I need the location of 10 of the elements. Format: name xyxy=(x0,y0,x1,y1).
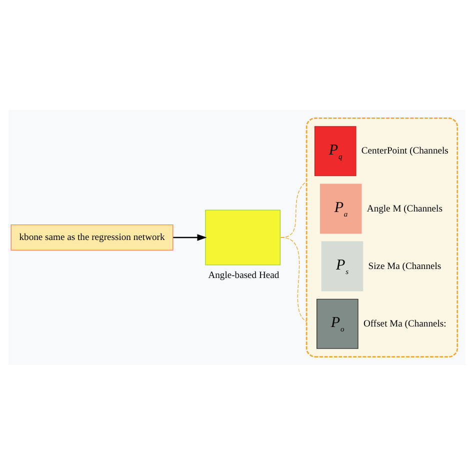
cluster xyxy=(306,117,458,357)
arrow xyxy=(173,234,207,240)
node-box: kbone same as the regression network xyxy=(10,224,174,250)
node-label: Angle M (Channels xyxy=(366,202,442,214)
node-label: Angle-based Head xyxy=(208,270,280,281)
connector xyxy=(280,236,307,322)
node-label: Size Ma (Channels xyxy=(368,260,442,272)
connector xyxy=(280,180,307,238)
node-label: Offset Ma (Channels: xyxy=(363,318,446,329)
node-label: CenterPoint (Channels xyxy=(361,145,448,156)
